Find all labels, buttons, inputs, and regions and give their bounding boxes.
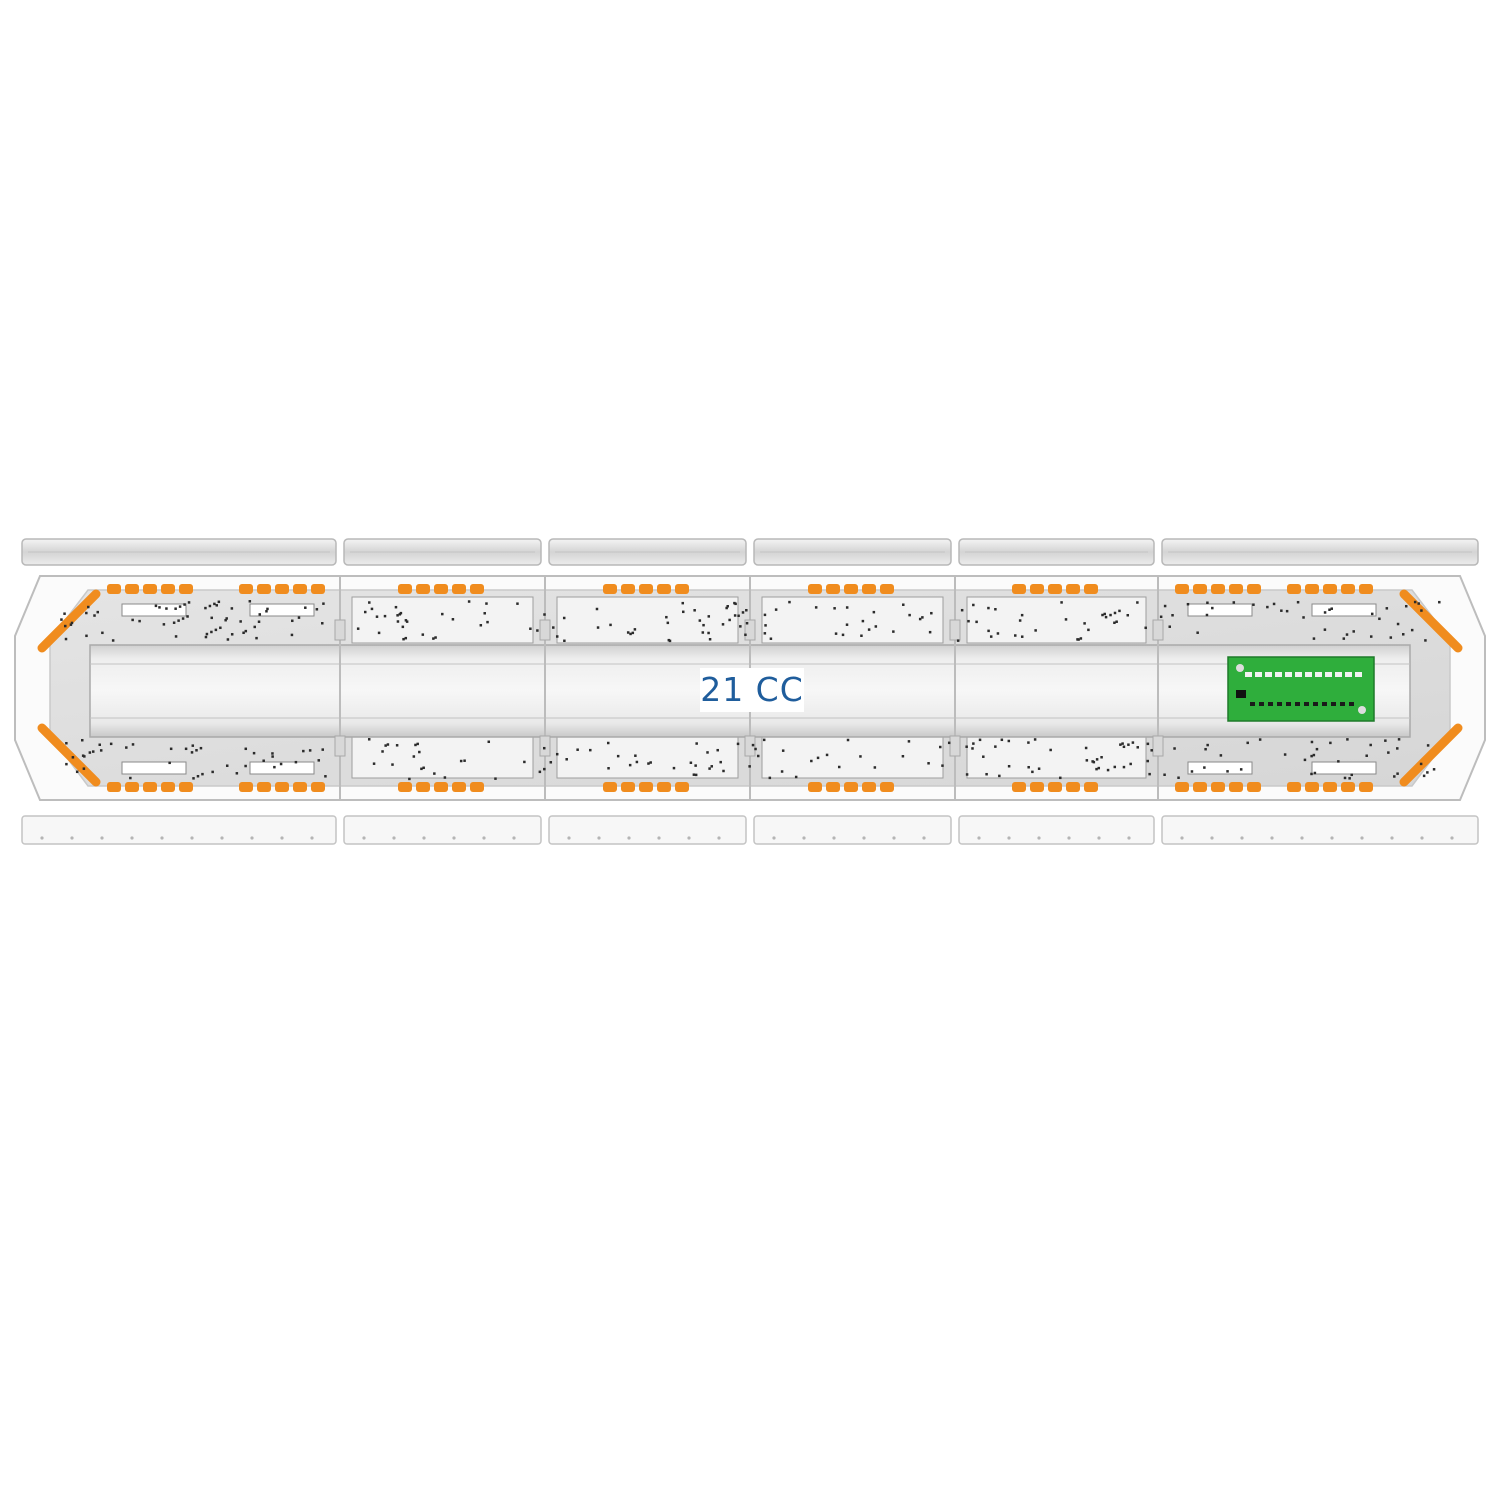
led-cluster: [239, 782, 253, 792]
led-cluster: [880, 782, 894, 792]
bottom-cover-piece: [21, 815, 337, 845]
led-cluster: [1193, 782, 1207, 792]
led-cluster: [107, 584, 121, 594]
led-cluster: [434, 584, 448, 594]
control-board: [1227, 656, 1375, 722]
bottom-cover-piece: [958, 815, 1155, 845]
led-cluster: [1030, 782, 1044, 792]
led-cluster: [808, 584, 822, 594]
led-cluster: [1193, 584, 1207, 594]
led-cluster: [1229, 782, 1243, 792]
led-cluster: [1341, 782, 1355, 792]
led-cluster: [1323, 782, 1337, 792]
led-cluster: [452, 782, 466, 792]
led-cluster: [1323, 584, 1337, 594]
bottom-cover-strip: [21, 815, 1479, 845]
led-cluster: [657, 584, 671, 594]
led-cluster: [1012, 584, 1026, 594]
led-cluster: [1359, 782, 1373, 792]
led-cluster: [293, 782, 307, 792]
led-cluster: [675, 782, 689, 792]
led-cluster: [862, 782, 876, 792]
led-cluster: [1287, 584, 1301, 594]
led-cluster: [808, 782, 822, 792]
led-cluster: [1305, 584, 1319, 594]
led-cluster: [880, 584, 894, 594]
corner-led-strips: [37, 589, 1463, 787]
led-cluster: [1247, 584, 1261, 594]
led-cluster: [1247, 782, 1261, 792]
led-cluster: [311, 584, 325, 594]
led-cluster: [179, 782, 193, 792]
led-cluster: [398, 782, 412, 792]
bottom-cover-piece: [753, 815, 952, 845]
led-cluster: [470, 584, 484, 594]
led-cluster: [844, 782, 858, 792]
led-cluster: [675, 584, 689, 594]
led-cluster: [826, 782, 840, 792]
led-cluster: [275, 782, 289, 792]
led-cluster: [161, 782, 175, 792]
led-cluster: [257, 584, 271, 594]
led-cluster: [143, 782, 157, 792]
led-cluster: [125, 782, 139, 792]
led-cluster: [1359, 584, 1373, 594]
led-cluster: [275, 584, 289, 594]
led-cluster: [1030, 584, 1044, 594]
led-cluster: [107, 782, 121, 792]
led-cluster: [862, 584, 876, 594]
led-cluster: [1048, 584, 1062, 594]
led-cluster: [143, 584, 157, 594]
bottom-cover-piece: [548, 815, 747, 845]
led-cluster: [257, 782, 271, 792]
connector-dots: [60, 600, 1441, 781]
led-cluster: [470, 782, 484, 792]
led-cluster: [1066, 584, 1080, 594]
led-cluster: [844, 584, 858, 594]
bottom-cover-piece: [1161, 815, 1479, 845]
led-cluster: [416, 584, 430, 594]
led-cluster: [1341, 584, 1355, 594]
led-cluster: [1066, 782, 1080, 792]
led-cluster: [1084, 782, 1098, 792]
led-cluster: [639, 584, 653, 594]
led-cluster: [398, 584, 412, 594]
led-cluster: [621, 584, 635, 594]
module-plates: [351, 596, 1147, 779]
led-cluster: [161, 584, 175, 594]
led-cluster: [179, 584, 193, 594]
product-label: 21 CC: [700, 668, 804, 712]
led-cluster: [826, 584, 840, 594]
led-cluster: [239, 584, 253, 594]
led-cluster: [1287, 782, 1301, 792]
led-cluster: [621, 782, 635, 792]
led-cluster: [311, 782, 325, 792]
led-cluster: [1084, 584, 1098, 594]
led-cluster: [416, 782, 430, 792]
led-cluster: [1211, 584, 1225, 594]
led-cluster: [603, 584, 617, 594]
led-cluster: [1175, 584, 1189, 594]
led-cluster: [125, 584, 139, 594]
module-dividers: [334, 576, 1164, 800]
led-cluster: [1012, 782, 1026, 792]
led-cluster: [657, 782, 671, 792]
led-cluster: [434, 782, 448, 792]
led-cluster: [1229, 584, 1243, 594]
led-cluster: [293, 584, 307, 594]
led-arrays: [107, 584, 1377, 792]
led-cluster: [452, 584, 466, 594]
led-cluster: [1305, 782, 1319, 792]
led-cluster: [603, 782, 617, 792]
led-cluster: [1211, 782, 1225, 792]
bottom-cover-piece: [343, 815, 542, 845]
led-cluster: [1175, 782, 1189, 792]
led-cluster: [1048, 782, 1062, 792]
top-cover-strip: [21, 538, 1479, 566]
led-cluster: [639, 782, 653, 792]
